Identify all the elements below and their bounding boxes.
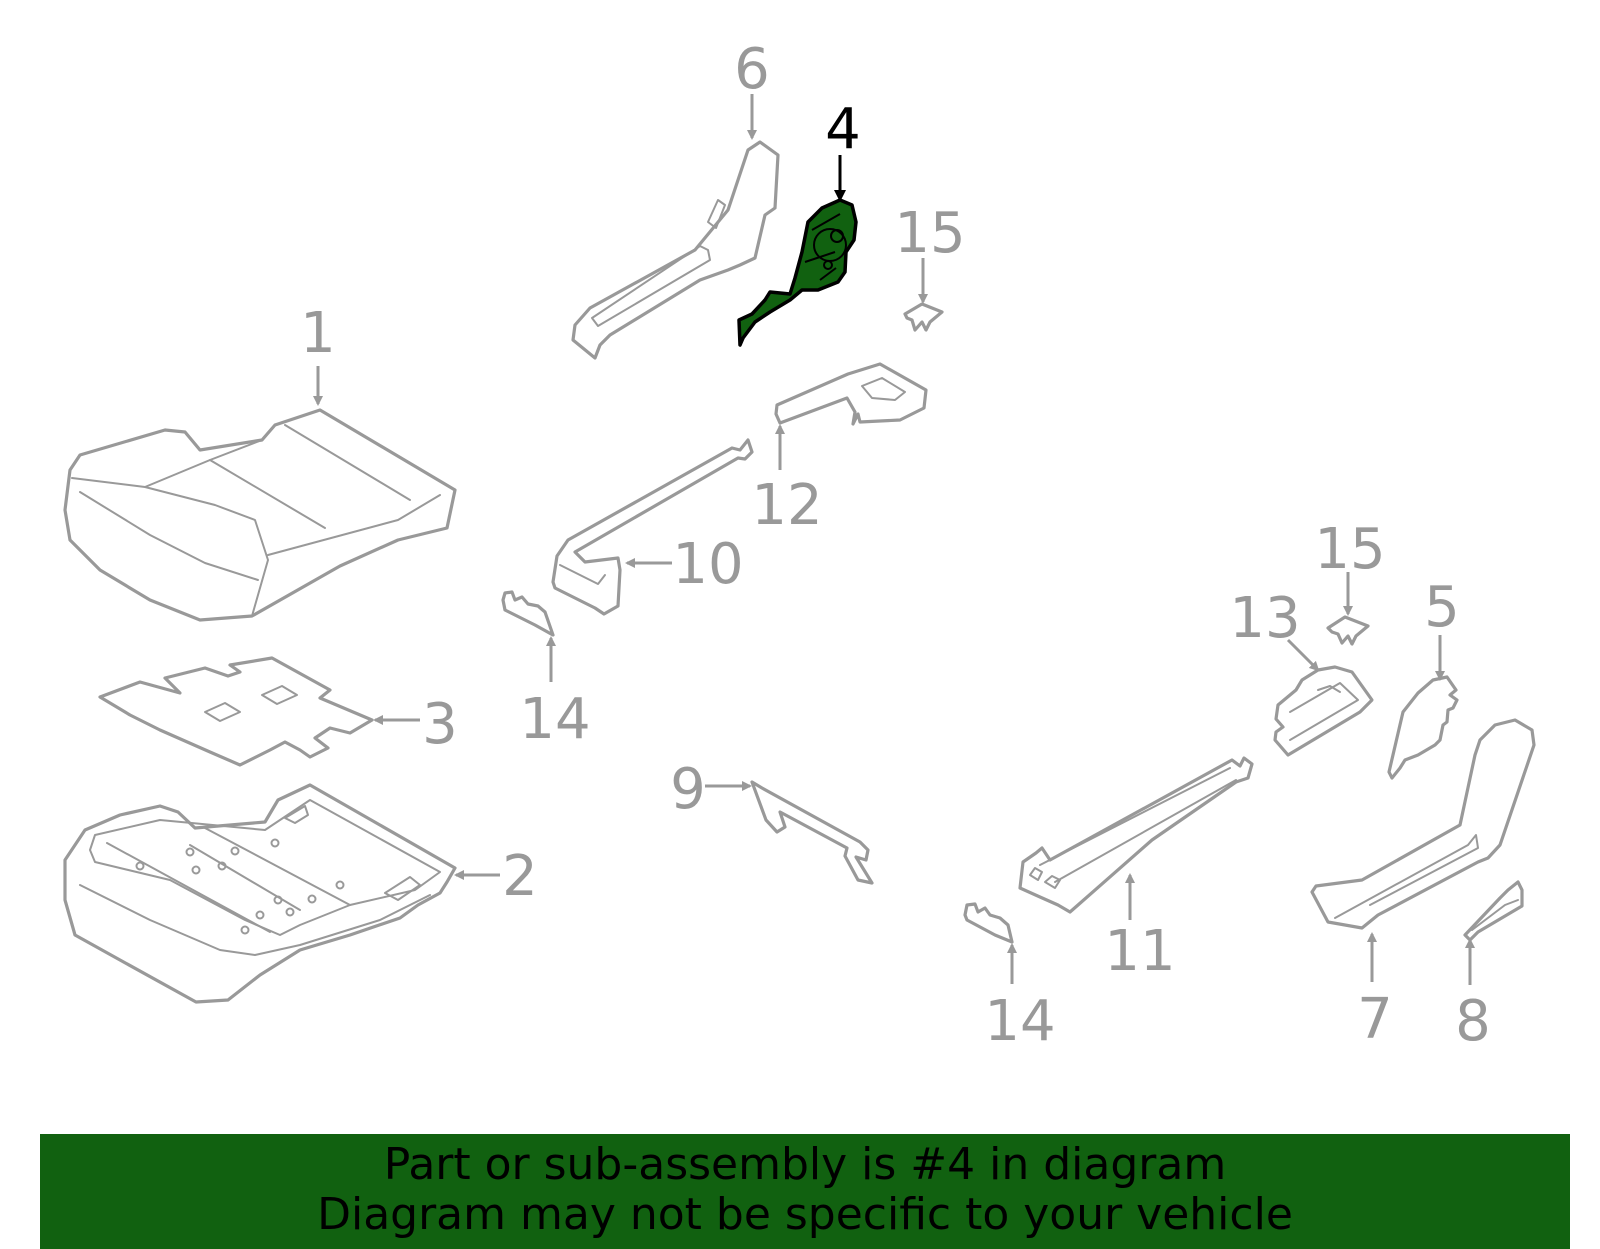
part-9-trim-strip: [750, 780, 874, 885]
callout-14-left: 14: [519, 687, 590, 752]
callout-7: 7: [1357, 987, 1393, 1052]
footer-banner: Part or sub-assembly is #4 in diagram Di…: [40, 1134, 1570, 1249]
part-11-inner-rail: [1018, 756, 1254, 914]
part-13-cap: [1273, 665, 1374, 757]
part-8-trim-piece: [1463, 880, 1524, 942]
part-7-outer-shield: [1310, 718, 1536, 930]
footer-line-2: Diagram may not be specific to your vehi…: [317, 1189, 1293, 1240]
callout-15-right: 15: [1314, 517, 1385, 582]
part-1-seat-cushion: [63, 408, 457, 622]
callout-2: 2: [502, 844, 538, 909]
callout-6: 6: [734, 37, 770, 102]
callout-9: 9: [670, 757, 706, 822]
part-6-side-shield: [571, 140, 780, 360]
callout-11: 11: [1104, 919, 1175, 984]
callout-10: 10: [672, 532, 743, 597]
callout-15-top: 15: [894, 201, 965, 266]
part-5-cover-panel: [1387, 675, 1459, 780]
part-4-recliner-bracket: [737, 198, 858, 347]
callout-3: 3: [422, 692, 458, 757]
callout-8: 8: [1455, 989, 1491, 1054]
callout-12: 12: [751, 473, 822, 538]
footer-line-1: Part or sub-assembly is #4 in diagram: [383, 1139, 1227, 1190]
part-12-cover: [774, 362, 928, 426]
callout-13: 13: [1229, 586, 1300, 651]
callout-14-right: 14: [984, 989, 1055, 1054]
part-2-seat-pan: [63, 783, 457, 1004]
part-3-mat: [98, 656, 374, 767]
callout-1: 1: [300, 301, 336, 366]
part-15-clip-top: [903, 302, 944, 332]
part-14-bracket-right: [963, 902, 1014, 944]
part-15-clip-right: [1326, 615, 1370, 646]
callout-5: 5: [1424, 575, 1460, 640]
part-10-rail: [551, 438, 754, 616]
part-14-bracket-left: [501, 590, 555, 637]
callout-4-highlighted: 4: [825, 97, 861, 162]
